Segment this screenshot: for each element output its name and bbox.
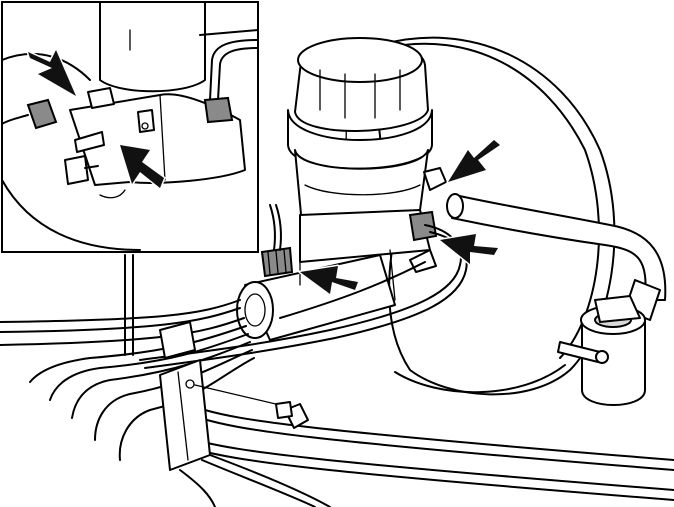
callout-arrows	[26, 48, 502, 296]
master-cylinder	[236, 209, 438, 341]
mounting-bolt	[275, 401, 309, 429]
arrow-callout	[118, 143, 166, 190]
arrow-callout	[446, 138, 502, 184]
vacuum-canister	[557, 295, 646, 406]
arrow-callout	[298, 264, 360, 296]
arrow-callout	[26, 48, 78, 98]
line-bracket	[159, 321, 281, 471]
brake-lines	[0, 204, 674, 507]
detail-inset	[1, 1, 259, 253]
arrow-callout	[438, 232, 500, 266]
